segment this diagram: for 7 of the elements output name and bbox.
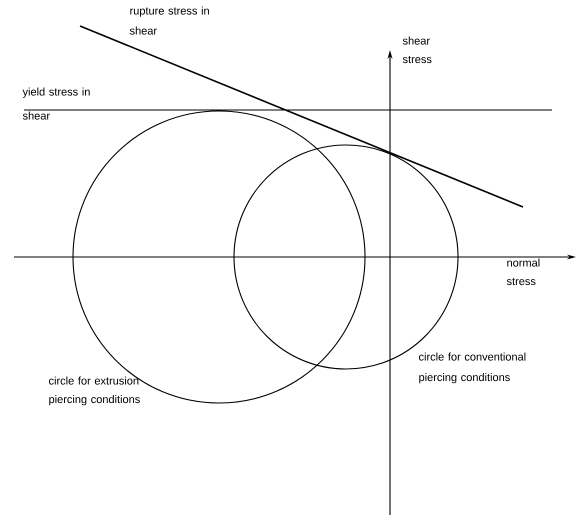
axis-label: shear stress <box>402 36 432 64</box>
axis-label: normal stress <box>506 258 540 286</box>
mohr-circle <box>233 144 459 370</box>
circle-caption: circle for extrusion piercing conditions <box>49 376 140 406</box>
line-label: rupture stress in shear <box>130 6 209 35</box>
circle-caption: circle for conventional piercing conditions <box>419 352 526 384</box>
line-label: yield stress in shear <box>22 88 90 120</box>
